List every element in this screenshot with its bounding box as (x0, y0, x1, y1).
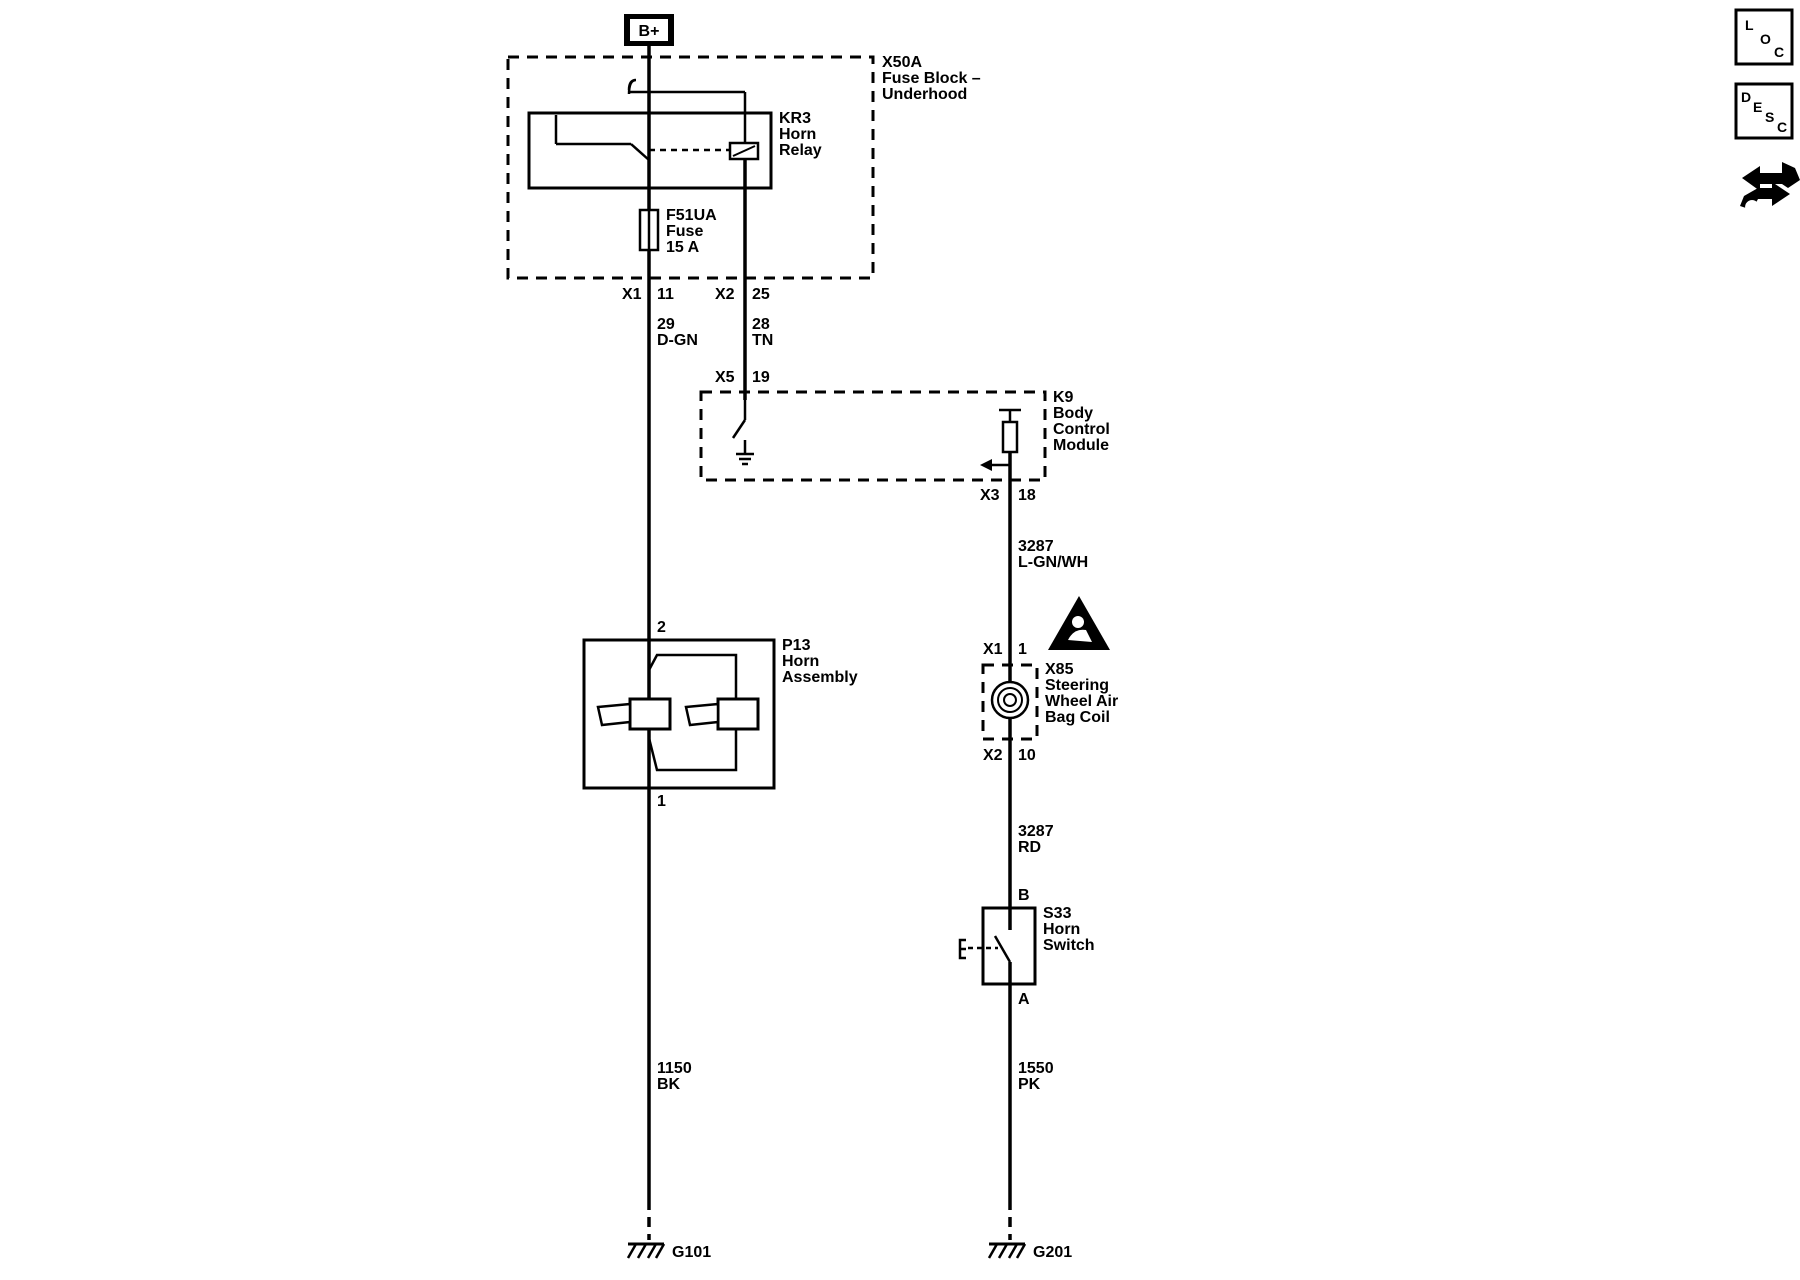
fuse-name-1: Fuse (666, 223, 703, 240)
horn-pin-1: 1 (657, 793, 666, 810)
power-label: B+ (639, 23, 660, 40)
desc-letter-c: C (1777, 119, 1787, 135)
bcm-name-3: Module (1053, 437, 1109, 454)
bcm-name-1: Body (1053, 405, 1093, 422)
connector-x3: X3 (980, 487, 1000, 504)
coil-id: X85 (1045, 661, 1074, 678)
fuse-id: F51UA (666, 207, 717, 224)
connector-x2: X2 (715, 286, 735, 303)
description-view-button[interactable]: D E S C (1734, 82, 1794, 140)
coil-connector-x2: X2 (983, 747, 1003, 764)
ground-g201-label: G201 (1033, 1244, 1072, 1261)
pin-19: 19 (752, 369, 770, 386)
horn-assembly-p13 (582, 638, 776, 790)
wire-28-circuit: 28 (752, 316, 770, 333)
bcm-driver-switch (731, 419, 747, 439)
relay-id: KR3 (779, 110, 811, 127)
horn-parallel-wire-top (647, 653, 738, 700)
wrench-arrows-icon[interactable] (1740, 162, 1800, 214)
horn-id: P13 (782, 637, 811, 654)
switch-pin-b: B (1018, 887, 1030, 904)
horn-2-body (716, 697, 760, 731)
bcm-ground-icon (736, 452, 754, 466)
wire-3287b-color: RD (1018, 839, 1041, 856)
horn-pin-2: 2 (657, 619, 666, 636)
wire-3287a-color: L-GN/WH (1018, 554, 1088, 571)
ground-g101-icon (626, 1242, 666, 1259)
body-control-module-k9 (699, 390, 1047, 482)
fuse-block-name-2: Underhood (882, 86, 967, 103)
bcm-pullup-resistor (1001, 420, 1019, 454)
wire-29-circuit: 29 (657, 316, 675, 333)
fuse-rating: 15 A (666, 239, 700, 256)
relay-name-1: Horn (779, 126, 816, 143)
bcm-input-arrow-icon (980, 459, 992, 471)
switch-pin-a: A (1018, 991, 1030, 1008)
relay-name-2: Relay (779, 142, 822, 159)
horn-name-2: Assembly (782, 669, 858, 686)
desc-letter-d: D (1741, 89, 1751, 105)
fuse-block-id: X50A (882, 54, 922, 71)
horn-2-icon (684, 702, 720, 727)
wire-3287a-circuit: 3287 (1018, 538, 1054, 555)
wire-3287b-circuit: 3287 (1018, 823, 1054, 840)
wire-1150-circuit: 1150 (657, 1060, 692, 1077)
coil-pin-1: 1 (1018, 641, 1027, 658)
wire-29-color: D-GN (657, 332, 698, 349)
battery-positive-source: B+ (624, 14, 674, 46)
fuse-block-x50a (506, 55, 875, 280)
ground-g201-icon (987, 1242, 1027, 1259)
horn-name-1: Horn (782, 653, 819, 670)
coil-name-2: Wheel Air (1045, 693, 1118, 710)
wire-1550-circuit: 1550 (1018, 1060, 1054, 1077)
connector-x5: X5 (715, 369, 735, 386)
bcm-name-2: Control (1053, 421, 1110, 438)
coil-connector-x1: X1 (983, 641, 1003, 658)
coil-pin-10: 10 (1018, 747, 1036, 764)
wire-crossover-mark (627, 78, 637, 95)
wire-1150-color: BK (657, 1076, 681, 1093)
wire-28-color: TN (752, 332, 773, 349)
loc-letter-o: O (1760, 31, 1771, 47)
connector-x1: X1 (622, 286, 642, 303)
location-view-button[interactable]: L O C (1734, 8, 1794, 66)
horn-1-icon (596, 702, 632, 727)
pin-25: 25 (752, 286, 770, 303)
switch-name-2: Switch (1043, 937, 1095, 954)
loc-letter-l: L (1745, 17, 1754, 33)
switch-blade (993, 935, 1012, 963)
switch-name-1: Horn (1043, 921, 1080, 938)
horn-parallel-wire-bottom (647, 728, 738, 772)
coil-name-1: Steering (1045, 677, 1109, 694)
desc-letter-e: E (1753, 99, 1762, 115)
loc-letter-c: C (1774, 44, 1784, 60)
horn-1-body (628, 697, 672, 731)
switch-id: S33 (1043, 905, 1072, 922)
bcm-id: K9 (1053, 389, 1074, 406)
relay-coil-diagonal (732, 145, 756, 157)
ground-g101-label: G101 (672, 1244, 711, 1261)
relay-switch-blade (630, 143, 650, 161)
switch-pushbutton-icon (958, 938, 966, 960)
steering-wheel-coil-x85 (981, 663, 1039, 741)
wire-1550-color: PK (1018, 1076, 1041, 1093)
clockspring-coil-icon (990, 680, 1030, 720)
desc-letter-s: S (1765, 109, 1774, 125)
pin-18: 18 (1018, 487, 1036, 504)
fuse-block-name-1: Fuse Block – (882, 70, 981, 87)
pin-11: 11 (657, 286, 674, 303)
coil-name-3: Bag Coil (1045, 709, 1110, 726)
airbag-warning-icon (1048, 596, 1110, 650)
